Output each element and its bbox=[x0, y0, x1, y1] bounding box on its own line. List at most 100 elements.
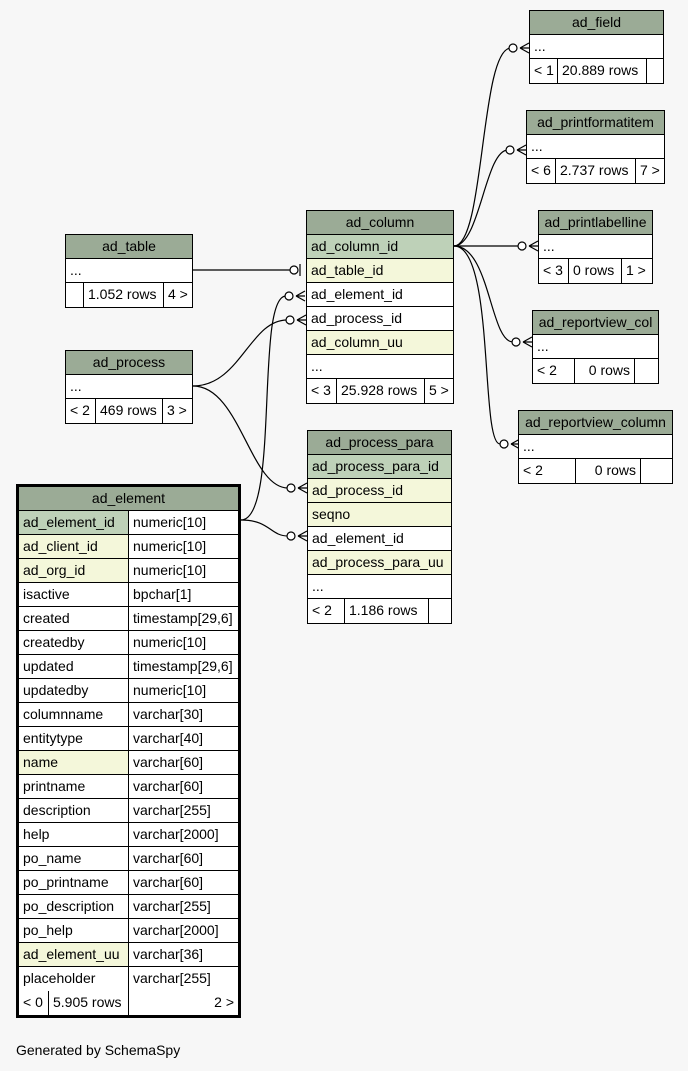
children-count[interactable]: 4 > bbox=[168, 286, 188, 302]
children-count[interactable]: 2 > bbox=[214, 994, 234, 1010]
column-name[interactable]: entitytype bbox=[19, 727, 129, 750]
column-ellipsis[interactable]: ... bbox=[308, 575, 451, 598]
table-title[interactable]: ad_element bbox=[19, 487, 238, 510]
column-name[interactable]: ad_org_id bbox=[19, 559, 129, 582]
column-name[interactable]: po_printname bbox=[19, 871, 129, 894]
table-title[interactable]: ad_process_para bbox=[308, 431, 451, 454]
children-count[interactable]: 7 > bbox=[640, 162, 660, 178]
parents-count[interactable]: < 2 bbox=[66, 399, 96, 423]
column-ellipsis[interactable]: ... bbox=[519, 435, 672, 458]
column-name[interactable]: updated bbox=[19, 655, 129, 678]
table-ad_table[interactable]: ad_table ... 1.052 rows 4 > bbox=[65, 234, 193, 308]
parents-count[interactable]: < 1 bbox=[530, 59, 558, 83]
column-ellipsis[interactable]: ... bbox=[66, 375, 192, 398]
table-ad_reportview_column[interactable]: ad_reportview_column ... < 2 0 rows bbox=[518, 410, 673, 484]
table-title[interactable]: ad_reportview_column bbox=[519, 411, 672, 434]
column-ellipsis[interactable]: ... bbox=[533, 335, 658, 358]
parents-count[interactable]: < 2 bbox=[519, 459, 576, 483]
column-name[interactable]: description bbox=[19, 799, 129, 822]
table-ad_column[interactable]: ad_column ad_column_id ad_table_id ad_el… bbox=[306, 210, 454, 404]
parents-count[interactable]: < 0 bbox=[19, 991, 49, 1015]
parents-count[interactable] bbox=[66, 283, 84, 307]
column-ellipsis[interactable]: ... bbox=[530, 35, 663, 58]
children-count[interactable] bbox=[635, 359, 658, 383]
parents-count[interactable]: < 3 bbox=[539, 259, 569, 283]
parents-count[interactable]: < 6 bbox=[527, 159, 556, 183]
column-ad_process_id[interactable]: ad_process_id bbox=[307, 307, 453, 330]
column-ad_process_para_id[interactable]: ad_process_para_id bbox=[308, 455, 451, 478]
children-count[interactable] bbox=[647, 59, 663, 83]
table-ad_field[interactable]: ad_field ... < 1 20.889 rows bbox=[529, 10, 664, 84]
children-count[interactable] bbox=[641, 459, 672, 483]
table-title[interactable]: ad_printformatitem bbox=[527, 111, 664, 134]
parents-count[interactable]: < 2 bbox=[308, 599, 345, 623]
column-name[interactable]: po_name bbox=[19, 847, 129, 870]
table-ad_printlabelline[interactable]: ad_printlabelline ... < 3 0 rows 1 > bbox=[538, 210, 653, 284]
column-name[interactable]: ad_client_id bbox=[19, 535, 129, 558]
column-name[interactable]: isactive bbox=[19, 583, 129, 606]
column-name[interactable]: name bbox=[19, 751, 129, 774]
column-name[interactable]: updatedby bbox=[19, 679, 129, 702]
column-ad_element_id[interactable]: ad_element_id bbox=[308, 527, 451, 550]
table-title[interactable]: ad_table bbox=[66, 235, 192, 258]
row-count: 5.905 rows bbox=[49, 991, 129, 1015]
table-title[interactable]: ad_printlabelline bbox=[539, 211, 652, 234]
column-ellipsis[interactable]: ... bbox=[66, 259, 192, 282]
children-count[interactable]: 3 > bbox=[167, 402, 187, 418]
parents-count[interactable]: < 3 bbox=[307, 379, 337, 403]
parents-count[interactable]: < 2 bbox=[533, 359, 575, 383]
column-name[interactable]: help bbox=[19, 823, 129, 846]
column-ad_table_id[interactable]: ad_table_id bbox=[307, 259, 453, 282]
table-title[interactable]: ad_column bbox=[307, 211, 453, 234]
column-ellipsis[interactable]: ... bbox=[539, 235, 652, 258]
column-name[interactable]: ad_element_uu bbox=[19, 943, 129, 966]
column-name[interactable]: created bbox=[19, 607, 129, 630]
column-seqno[interactable]: seqno bbox=[308, 503, 451, 526]
column-ad_column_uu[interactable]: ad_column_uu bbox=[307, 331, 453, 354]
table-title[interactable]: ad_field bbox=[530, 11, 663, 34]
table-ad_process_para[interactable]: ad_process_para ad_process_para_id ad_pr… bbox=[307, 430, 452, 624]
children-count[interactable] bbox=[429, 599, 451, 623]
column-name[interactable]: po_description bbox=[19, 895, 129, 918]
column-ad_column_id[interactable]: ad_column_id bbox=[307, 235, 453, 258]
table-ad_reportview_col[interactable]: ad_reportview_col ... < 2 0 rows bbox=[532, 310, 659, 384]
table-title[interactable]: ad_process bbox=[66, 351, 192, 374]
column-ellipsis[interactable]: ... bbox=[527, 135, 664, 158]
table-ad_process[interactable]: ad_process ... < 2 469 rows 3 > bbox=[65, 350, 193, 424]
children-count[interactable]: 5 > bbox=[429, 382, 449, 398]
table-title[interactable]: ad_reportview_col bbox=[533, 311, 658, 334]
column-name[interactable]: createdby bbox=[19, 631, 129, 654]
column-ad_process_para_uu[interactable]: ad_process_para_uu bbox=[308, 551, 451, 574]
column-ellipsis[interactable]: ... bbox=[307, 355, 453, 378]
table-ad_printformatitem[interactable]: ad_printformatitem ... < 6 2.737 rows 7 … bbox=[526, 110, 665, 184]
column-name[interactable]: placeholder bbox=[19, 967, 129, 991]
children-count[interactable]: 1 > bbox=[626, 262, 646, 278]
column-name[interactable]: po_help bbox=[19, 919, 129, 942]
column-name[interactable]: columnname bbox=[19, 703, 129, 726]
column-ad_process_id[interactable]: ad_process_id bbox=[308, 479, 451, 502]
column-name[interactable]: printname bbox=[19, 775, 129, 798]
column-name[interactable]: ad_element_id bbox=[19, 511, 129, 534]
column-ad_element_id[interactable]: ad_element_id bbox=[307, 283, 453, 306]
